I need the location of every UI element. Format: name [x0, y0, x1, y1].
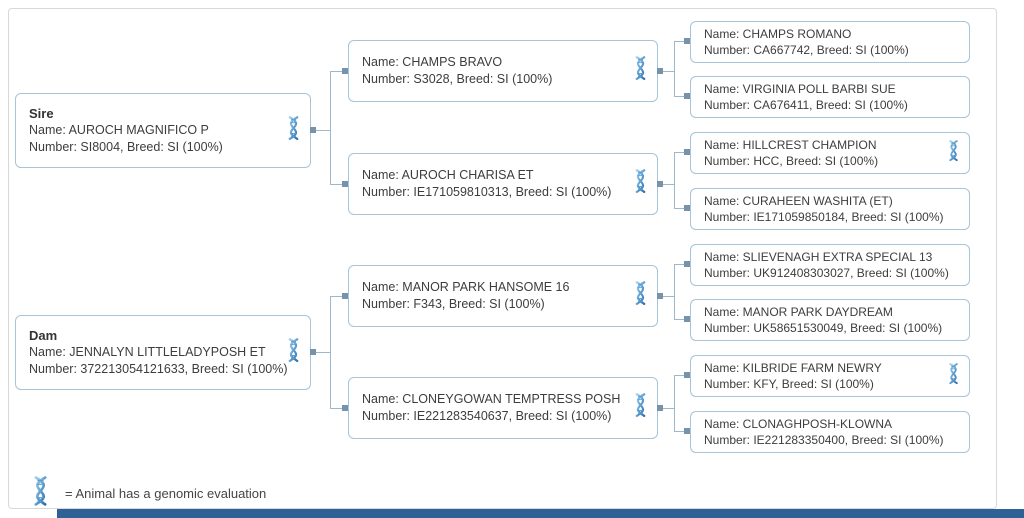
- pedigree-node-dam-sire-sire: Name: SLIEVENAGH EXTRA SPECIAL 13 Number…: [690, 244, 970, 286]
- connector-marker: [657, 181, 663, 187]
- connector-marker: [684, 372, 690, 378]
- pedigree-node-dam-dam: Name: CLONEYGOWAN TEMPTRESS POSH Number:…: [348, 377, 658, 439]
- dna-icon: [632, 56, 649, 86]
- connector-marker: [684, 93, 690, 99]
- connector-marker: [310, 349, 316, 355]
- dna-icon: [946, 140, 961, 166]
- pedigree-node-sire-dam: Name: AUROCH CHARISA ET Number: IE171059…: [348, 153, 658, 215]
- node-name: Name: SLIEVENAGH EXTRA SPECIAL 13: [704, 250, 933, 264]
- node-name: Name: MANOR PARK HANSOME 16: [362, 280, 570, 294]
- connector-marker: [657, 405, 663, 411]
- node-number: Number: SI8004, Breed: SI (100%): [29, 140, 223, 154]
- node-name: Name: CLONEYGOWAN TEMPTRESS POSH: [362, 392, 621, 406]
- connector-marker: [684, 38, 690, 44]
- connector-line: [663, 296, 674, 297]
- connector-marker: [684, 428, 690, 434]
- dna-icon: [632, 281, 649, 311]
- node-number: Number: F343, Breed: SI (100%): [362, 297, 545, 311]
- connector-line: [674, 41, 684, 42]
- connector-line: [674, 152, 684, 153]
- connector-line: [663, 184, 674, 185]
- node-name: Name: AUROCH MAGNIFICO P: [29, 123, 209, 137]
- connector-marker: [657, 68, 663, 74]
- dna-icon: [285, 338, 302, 368]
- connector-marker: [342, 405, 348, 411]
- pedigree-node-sire: Sire Name: AUROCH MAGNIFICO P Number: SI…: [15, 93, 311, 168]
- node-role-label: Sire: [29, 106, 54, 121]
- node-number: Number: S3028, Breed: SI (100%): [362, 72, 553, 86]
- connector-line: [674, 319, 684, 320]
- connector-line: [674, 41, 675, 97]
- connector-line: [674, 264, 675, 320]
- pedigree-node-sire-sire-dam: Name: VIRGINIA POLL BARBI SUE Number: CA…: [690, 76, 970, 118]
- node-name: Name: CLONAGHPOSH-KLOWNA: [704, 417, 893, 431]
- connector-line: [663, 408, 674, 409]
- node-name: Name: CHAMPS ROMANO: [704, 27, 852, 41]
- connector-line: [330, 296, 331, 409]
- connector-line: [330, 408, 342, 409]
- connector-marker: [657, 293, 663, 299]
- dna-icon: [632, 169, 649, 199]
- node-number: Number: IE221283540637, Breed: SI (100%): [362, 409, 612, 423]
- node-name: Name: AUROCH CHARISA ET: [362, 168, 534, 182]
- node-number: Number: CA667742, Breed: SI (100%): [704, 43, 909, 57]
- connector-line: [330, 296, 342, 297]
- connector-line: [674, 431, 684, 432]
- node-name: Name: CURAHEEN WASHITA (ET): [704, 194, 893, 208]
- connector-marker: [684, 205, 690, 211]
- connector-marker: [310, 127, 316, 133]
- node-role-label: Dam: [29, 328, 58, 343]
- connector-line: [330, 71, 342, 72]
- pedigree-node-sire-dam-dam: Name: CURAHEEN WASHITA (ET) Number: IE17…: [690, 188, 970, 230]
- node-number: Number: CA676411, Breed: SI (100%): [704, 98, 908, 112]
- connector-marker: [684, 316, 690, 322]
- pedigree-node-dam-sire: Name: MANOR PARK HANSOME 16 Number: F343…: [348, 265, 658, 327]
- connector-marker: [684, 261, 690, 267]
- pedigree-node-dam-sire-dam: Name: MANOR PARK DAYDREAM Number: UK5865…: [690, 299, 970, 341]
- connector-marker: [684, 149, 690, 155]
- legend-text: = Animal has a genomic evaluation: [65, 485, 267, 501]
- pedigree-node-sire-sire-sire: Name: CHAMPS ROMANO Number: CA667742, Br…: [690, 21, 970, 63]
- connector-line: [330, 71, 331, 185]
- pedigree-node-sire-sire: Name: CHAMPS BRAVO Number: S3028, Breed:…: [348, 40, 658, 102]
- node-number: Number: KFY, Breed: SI (100%): [704, 377, 874, 391]
- node-number: Number: HCC, Breed: SI (100%): [704, 154, 879, 168]
- node-name: Name: KILBRIDE FARM NEWRY: [704, 361, 882, 375]
- node-number: Number: 372213054121633, Breed: SI (100%…: [29, 362, 288, 376]
- horizontal-scrollbar[interactable]: [57, 509, 1024, 518]
- connector-line: [674, 96, 684, 97]
- node-name: Name: VIRGINIA POLL BARBI SUE: [704, 82, 896, 96]
- legend: = Animal has a genomic evaluation: [30, 476, 266, 510]
- connector-line: [330, 184, 342, 185]
- connector-marker: [342, 68, 348, 74]
- node-number: Number: UK58651530049, Breed: SI (100%): [704, 321, 943, 335]
- node-number: Number: UK912408303027, Breed: SI (100%): [704, 266, 949, 280]
- connector-marker: [342, 181, 348, 187]
- connector-line: [674, 208, 684, 209]
- node-number: Number: IE221283350400, Breed: SI (100%): [704, 433, 944, 447]
- pedigree-node-dam: Dam Name: JENNALYN LITTLELADYPOSH ET Num…: [15, 315, 311, 390]
- node-name: Name: CHAMPS BRAVO: [362, 55, 503, 69]
- connector-line: [674, 152, 675, 209]
- dna-icon: [285, 116, 302, 146]
- dna-icon: [946, 363, 961, 389]
- connector-line: [674, 375, 675, 432]
- dna-icon: [632, 393, 649, 423]
- pedigree-node-dam-dam-dam: Name: CLONAGHPOSH-KLOWNA Number: IE22128…: [690, 411, 970, 453]
- connector-line: [316, 130, 330, 131]
- node-name: Name: MANOR PARK DAYDREAM: [704, 305, 893, 319]
- connector-line: [674, 264, 684, 265]
- node-name: Name: HILLCREST CHAMPION: [704, 138, 877, 152]
- pedigree-node-dam-dam-sire: Name: KILBRIDE FARM NEWRY Number: KFY, B…: [690, 355, 970, 397]
- dna-icon: [30, 476, 51, 510]
- connector-marker: [342, 293, 348, 299]
- connector-line: [663, 71, 674, 72]
- node-name: Name: JENNALYN LITTLELADYPOSH ET: [29, 345, 266, 359]
- node-number: Number: IE171059810313, Breed: SI (100%): [362, 185, 612, 199]
- connector-line: [316, 352, 330, 353]
- node-number: Number: IE171059850184, Breed: SI (100%): [704, 210, 944, 224]
- pedigree-node-sire-dam-sire: Name: HILLCREST CHAMPION Number: HCC, Br…: [690, 132, 970, 174]
- connector-line: [674, 375, 684, 376]
